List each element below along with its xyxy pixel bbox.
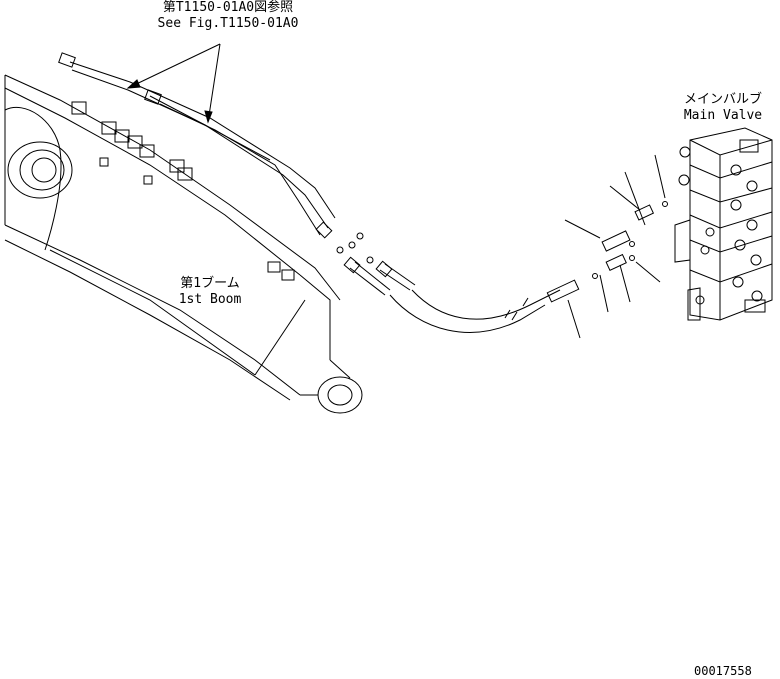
reference-en-label: See Fig.T1150-01A0 (157, 16, 299, 31)
boom-body (4, 74, 363, 414)
main-valve-en-label: Main Valve (683, 108, 763, 123)
boom-en-label: 1st Boom (178, 292, 242, 307)
main-valve (674, 127, 773, 321)
reference-jp-label: 第T1150-01A0図参照 (162, 0, 294, 15)
boom-brackets (71, 101, 295, 281)
hydraulic-pipes (58, 52, 668, 339)
boom-jp-label: 第1ブーム (180, 276, 240, 291)
callout-arrows (126, 43, 221, 124)
drawing-number: 00017558 (694, 664, 752, 678)
main-valve-jp-label: メインバルブ (683, 92, 762, 107)
boom-foot-pin (7, 141, 73, 199)
